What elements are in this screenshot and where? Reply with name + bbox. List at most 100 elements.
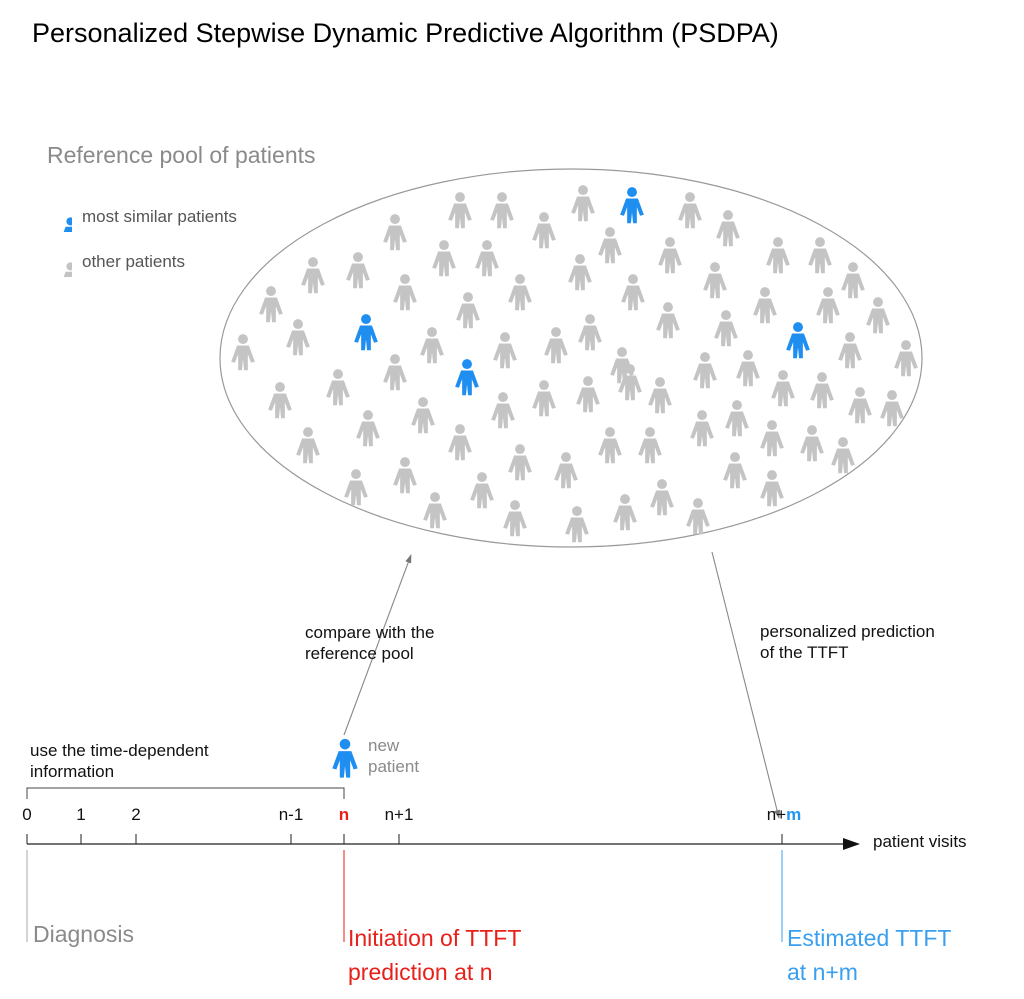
patient-pool <box>231 185 918 543</box>
other-patient-icon <box>894 340 918 377</box>
other-patient-icon <box>491 392 515 429</box>
other-patient-icon <box>753 287 777 324</box>
legend-other-label: other patients <box>82 252 186 271</box>
similar-patient-icon <box>46 202 72 232</box>
other-patient-icon <box>393 274 417 311</box>
other-patient-icon <box>716 210 740 247</box>
other-patient-icon <box>656 302 680 339</box>
other-patient-icon <box>508 444 532 481</box>
other-patient-icon <box>838 332 862 369</box>
other-patient-icon <box>301 257 325 294</box>
other-patient-icon <box>268 382 292 419</box>
similar-patient-icon <box>620 187 644 224</box>
other-patient-icon <box>650 479 674 516</box>
other-patient-icon <box>46 247 72 277</box>
diagnosis-label: Diagnosis <box>33 921 134 947</box>
prediction-arrow <box>711 551 781 819</box>
pool-title: Reference pool of patients <box>47 142 316 168</box>
other-patient-icon <box>356 410 380 447</box>
other-patient-icon <box>493 332 517 369</box>
axis-label: patient visits <box>873 832 967 851</box>
other-patient-icon <box>736 350 760 387</box>
other-patient-icon <box>760 470 784 507</box>
tick-label-n-1: n-1 <box>278 805 304 824</box>
other-patient-icon <box>565 506 589 543</box>
other-patient-icon <box>532 380 556 417</box>
other-patient-icon <box>714 310 738 347</box>
other-patient-icon <box>383 214 407 251</box>
other-patient-icon <box>848 387 872 424</box>
new-patient-icon <box>332 738 358 778</box>
other-patient-icon <box>344 469 368 506</box>
other-patient-icon <box>568 254 592 291</box>
other-patient-icon <box>693 352 717 389</box>
timeline-arrowhead <box>843 838 860 850</box>
legend-other: other patients <box>46 247 185 277</box>
other-patient-icon <box>490 192 514 229</box>
other-patient-icon <box>576 376 600 413</box>
other-patient-icon <box>456 292 480 329</box>
other-patient-icon <box>544 327 568 364</box>
other-patient-icon <box>554 452 578 489</box>
other-patient-icon <box>448 192 472 229</box>
other-patient-icon <box>810 372 834 409</box>
other-patient-icon <box>411 397 435 434</box>
other-patient-icon <box>866 297 890 334</box>
other-patient-icon <box>703 262 727 299</box>
other-patient-icon <box>432 240 456 277</box>
other-patient-icon <box>571 185 595 222</box>
compare-arrow <box>343 554 412 736</box>
other-patient-icon <box>475 240 499 277</box>
other-patient-icon <box>259 286 283 323</box>
other-patient-icon <box>420 327 444 364</box>
other-patient-icon <box>423 492 447 529</box>
tick-label-1: 1 <box>76 805 86 824</box>
other-patient-icon <box>578 314 602 351</box>
other-patient-icon <box>598 227 622 264</box>
other-patient-icon <box>760 420 784 457</box>
other-patient-icon <box>613 494 637 531</box>
other-patient-icon <box>326 369 350 406</box>
tick-label-0: 0 <box>22 805 32 824</box>
other-patient-icon <box>393 457 417 494</box>
other-patient-icon <box>831 437 855 474</box>
similar-patient-icon <box>786 322 810 359</box>
other-patient-icon <box>771 370 795 407</box>
other-patient-icon <box>621 274 645 311</box>
other-patient-icon <box>598 427 622 464</box>
other-patient-icon <box>503 500 527 537</box>
legend-similar-label: most similar patients <box>82 207 237 226</box>
other-patient-icon <box>808 237 832 274</box>
other-patient-icon <box>816 287 840 324</box>
other-patient-icon <box>383 354 407 391</box>
other-patient-icon <box>470 472 494 509</box>
other-patient-icon <box>448 424 472 461</box>
other-patient-icon <box>725 400 749 437</box>
other-patient-icon <box>286 319 310 356</box>
time-info-bracket <box>26 787 345 799</box>
other-patient-icon <box>346 252 370 289</box>
similar-patient-icon <box>455 359 479 396</box>
other-patient-icon <box>296 427 320 464</box>
timeline-ticks <box>26 834 783 844</box>
other-patient-icon <box>508 274 532 311</box>
other-patient-icon <box>648 377 672 414</box>
other-patient-icon <box>638 427 662 464</box>
other-patient-icon <box>231 334 255 371</box>
other-patient-icon <box>658 237 682 274</box>
other-patient-icon <box>841 262 865 299</box>
other-patient-icon <box>678 192 702 229</box>
other-patient-icon <box>880 390 904 427</box>
tick-label-n: n <box>338 805 350 824</box>
legend-similar: most similar patients <box>46 202 237 232</box>
reference-pool-ellipse <box>219 168 923 548</box>
other-patient-icon <box>766 237 790 274</box>
other-patient-icon <box>690 410 714 447</box>
